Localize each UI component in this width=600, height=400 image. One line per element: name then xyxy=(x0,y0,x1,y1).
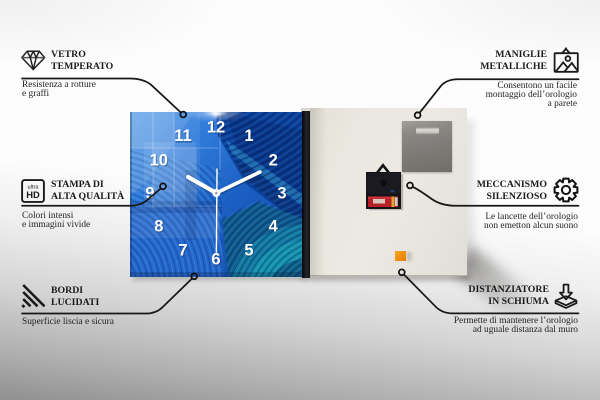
svg-text:8: 8 xyxy=(154,217,163,235)
svg-text:6: 6 xyxy=(212,252,221,270)
svg-text:11: 11 xyxy=(174,127,191,145)
svg-text:5: 5 xyxy=(244,242,253,260)
svg-text:9: 9 xyxy=(145,184,154,202)
svg-text:9: 9 xyxy=(146,186,155,204)
svg-text:6: 6 xyxy=(211,250,220,268)
svg-text:3: 3 xyxy=(278,186,287,204)
svg-text:ultra: ultra xyxy=(28,184,40,191)
svg-text:2: 2 xyxy=(270,153,279,171)
svg-text:7: 7 xyxy=(179,243,188,261)
svg-text:12: 12 xyxy=(207,118,225,136)
svg-text:10: 10 xyxy=(151,153,169,171)
svg-text:HD: HD xyxy=(26,189,40,200)
svg-text:3: 3 xyxy=(277,184,286,202)
svg-text:12: 12 xyxy=(208,120,226,138)
svg-text:1: 1 xyxy=(244,127,253,145)
svg-text:4: 4 xyxy=(270,219,280,237)
svg-text:2: 2 xyxy=(269,151,278,169)
svg-text:10: 10 xyxy=(150,151,168,169)
svg-text:7: 7 xyxy=(178,242,187,260)
svg-text:11: 11 xyxy=(175,128,192,146)
svg-text:4: 4 xyxy=(269,217,279,235)
svg-text:5: 5 xyxy=(245,243,254,261)
svg-text:8: 8 xyxy=(155,219,164,237)
svg-text:1: 1 xyxy=(245,128,254,146)
